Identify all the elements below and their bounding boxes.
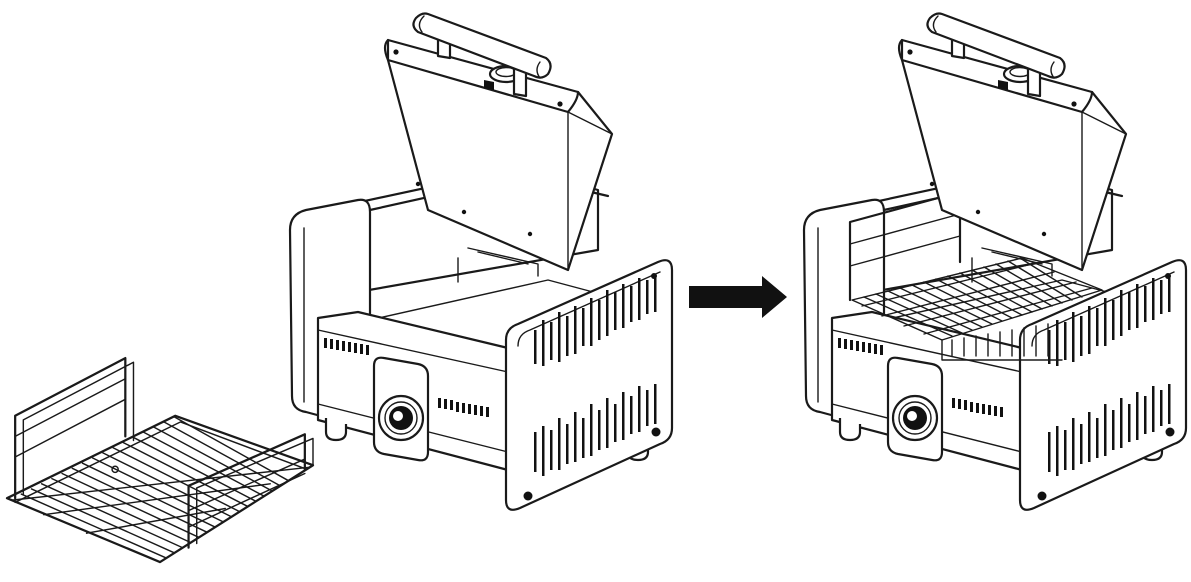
- grill-with-rack-installed: [802, 12, 1188, 511]
- step-arrow: [689, 276, 787, 318]
- grill-lid-open: [288, 12, 674, 511]
- wire-rack: [5, 356, 315, 564]
- arrow-right-icon: [689, 276, 787, 318]
